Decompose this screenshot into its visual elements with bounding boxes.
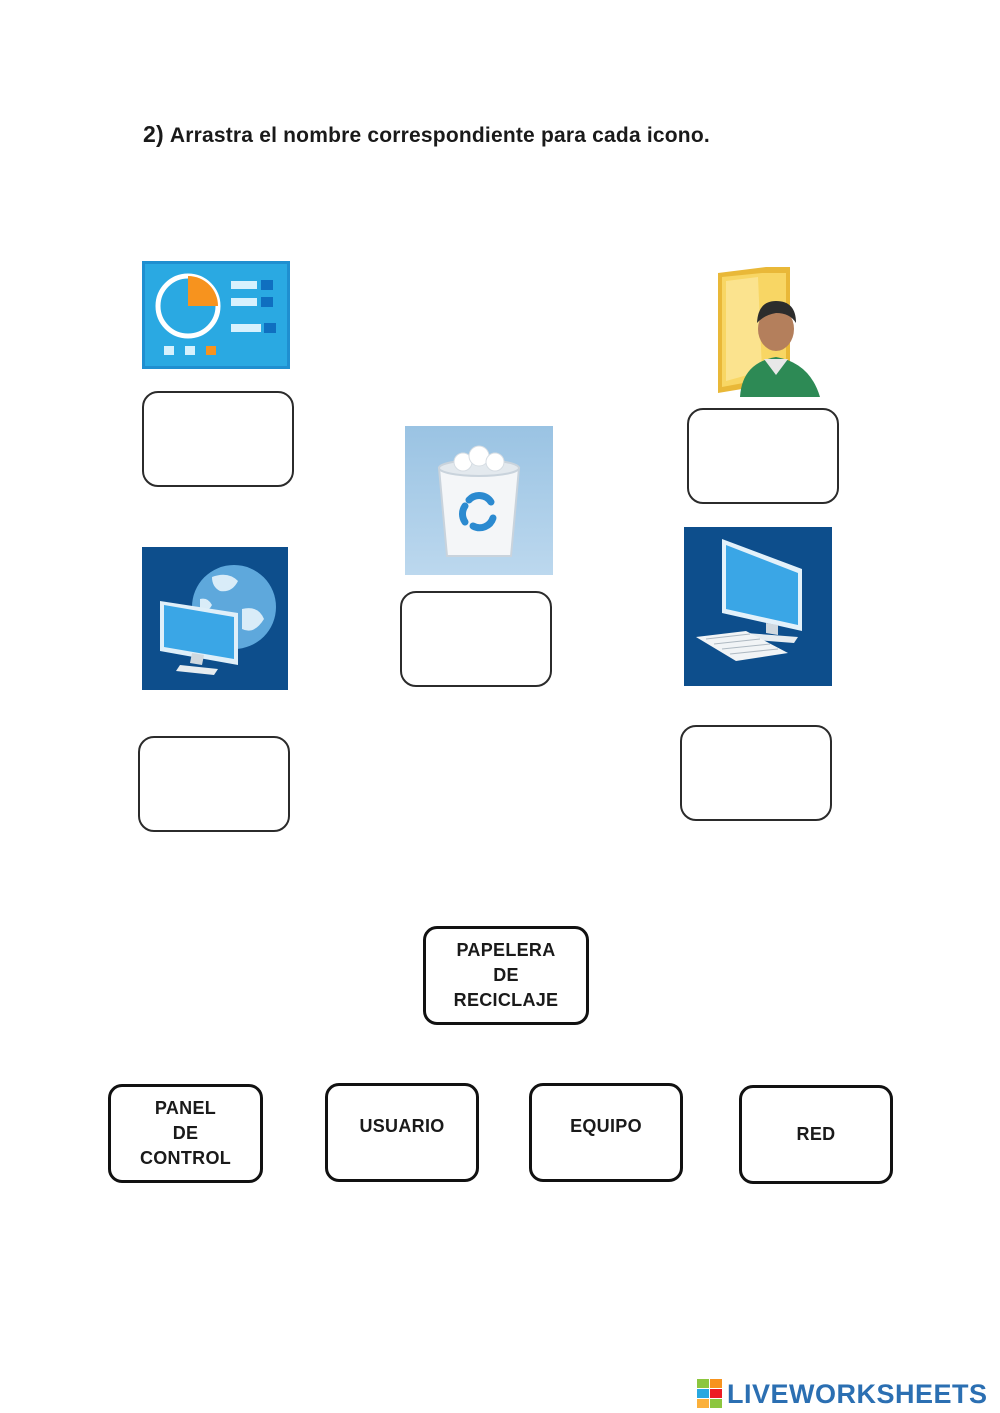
question-text: Arrastra el nombre correspondiente para …	[169, 124, 710, 147]
word-line: CONTROL	[139, 1148, 232, 1168]
word-red[interactable]: RED	[739, 1085, 893, 1184]
word-line: DE	[172, 1123, 199, 1143]
word-line: PANEL	[154, 1098, 217, 1118]
drop-zone-network[interactable]	[138, 736, 290, 832]
drop-zone-control-panel[interactable]	[142, 391, 294, 487]
recycle-bin-icon	[405, 426, 553, 575]
word-line: PAPELERA	[456, 940, 556, 960]
word-label: USUARIO	[359, 1116, 445, 1136]
word-line: RECICLAJE	[453, 990, 559, 1010]
word-label: EQUIPO	[570, 1116, 642, 1136]
word-usuario[interactable]: USUARIO	[325, 1083, 479, 1182]
drop-zone-recycle-bin[interactable]	[400, 591, 552, 687]
user-folder-icon	[718, 267, 820, 397]
computer-icon	[684, 527, 832, 686]
drop-zone-user-folder[interactable]	[687, 408, 839, 504]
instruction-text: 2)Arrastra el nombre correspondiente par…	[143, 121, 710, 148]
question-number: 2)	[143, 121, 164, 147]
drop-zone-computer[interactable]	[680, 725, 832, 821]
control-panel-icon	[142, 261, 290, 369]
liveworksheets-logo: LIVEWORKSHEETS	[697, 1376, 988, 1412]
liveworksheets-logo-icon	[697, 1379, 722, 1408]
word-equipo[interactable]: EQUIPO	[529, 1083, 683, 1182]
word-papelera-de-reciclaje[interactable]: PAPELERA DE RECICLAJE	[423, 926, 589, 1025]
brand-name: LIVEWORKSHEETS	[727, 1378, 988, 1409]
word-label: RED	[796, 1124, 836, 1144]
network-icon	[142, 547, 288, 690]
word-line: DE	[493, 965, 519, 985]
word-panel-de-control[interactable]: PANEL DE CONTROL	[108, 1084, 263, 1183]
